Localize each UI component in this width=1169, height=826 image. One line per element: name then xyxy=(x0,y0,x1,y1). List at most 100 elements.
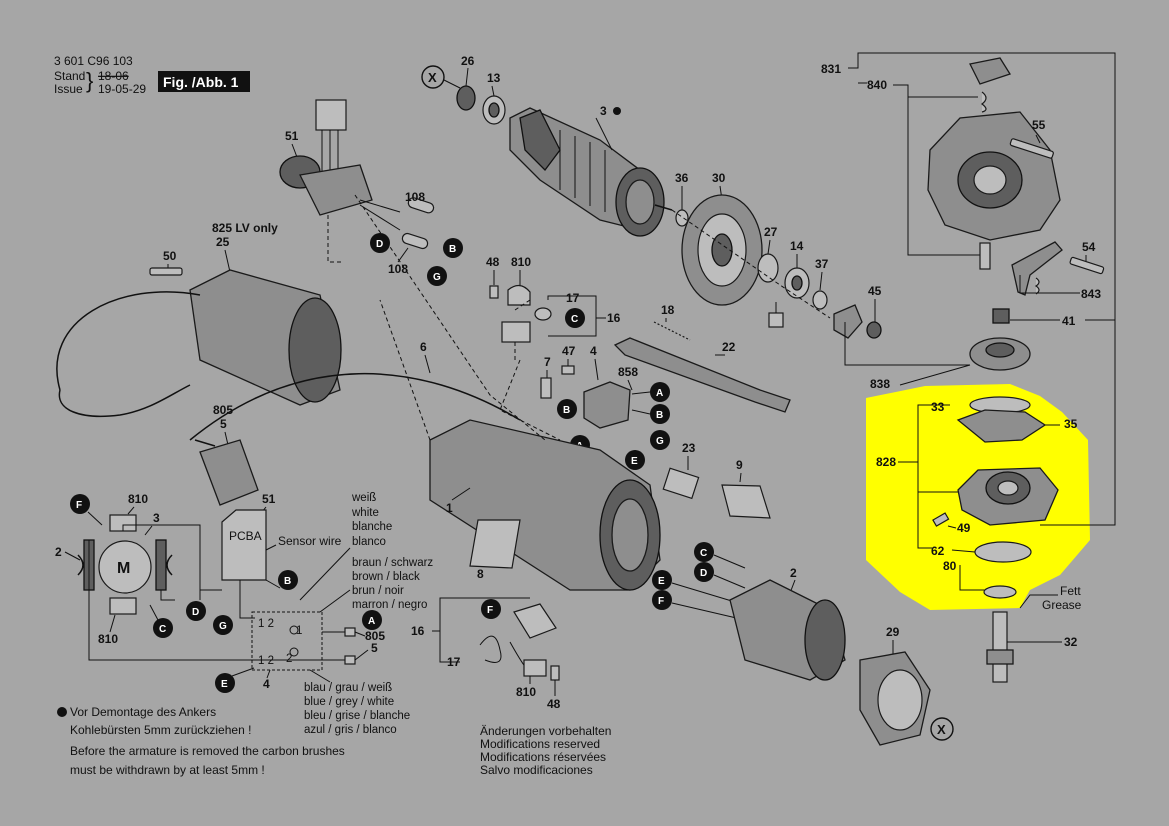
schem-4: 4 xyxy=(263,677,270,691)
part-27: 27 xyxy=(764,225,778,239)
part-26: 26 xyxy=(461,54,475,68)
part-55: 55 xyxy=(1032,118,1046,132)
marker-a-1 xyxy=(650,382,670,402)
lever-group: 18 22 xyxy=(613,303,791,413)
connector-dash-2 xyxy=(499,359,561,441)
brace-glyph: } xyxy=(86,68,93,93)
screw-47 xyxy=(561,365,575,375)
bgw-fr: bleu / grise / blanche xyxy=(304,710,410,722)
part-7: 7 xyxy=(544,355,551,369)
marker-d-1 xyxy=(370,233,390,253)
marker-e-3 xyxy=(215,673,235,693)
mod-fr: Modifications réservées xyxy=(480,750,606,764)
note-en-1: Before the armature is removed the carbo… xyxy=(70,744,345,758)
part-50: 50 xyxy=(163,249,177,263)
svg-text:E: E xyxy=(221,679,228,690)
brush-holder-b xyxy=(513,603,557,639)
marker-d-3 xyxy=(186,601,206,621)
label-8 xyxy=(469,519,521,569)
svg-text:A: A xyxy=(368,616,375,627)
part-1: 1 xyxy=(446,501,453,515)
svg-text:B: B xyxy=(449,244,456,255)
marker-b-1 xyxy=(443,238,463,258)
part-6: 6 xyxy=(420,340,427,354)
washer-37 xyxy=(812,290,828,310)
part-23-block xyxy=(662,467,700,500)
screw-54 xyxy=(1069,256,1105,275)
marker-f-1 xyxy=(652,590,672,610)
part-51: 51 xyxy=(285,129,299,143)
bearing-cap-26 xyxy=(456,85,476,111)
stator-group: C D E F 2 xyxy=(652,542,846,681)
part-29: 29 xyxy=(886,625,900,639)
o-ring-62 xyxy=(974,541,1032,563)
white-es: blanco xyxy=(352,536,386,548)
pcba-box xyxy=(221,509,267,581)
spindle-32 xyxy=(992,611,1008,683)
svg-text:C: C xyxy=(700,548,707,559)
svg-text:G: G xyxy=(219,621,227,632)
part-37: 37 xyxy=(815,257,829,271)
marker-x-top-label: X xyxy=(428,70,437,85)
carbon-brush-810b xyxy=(523,659,547,677)
part-108a: 108 xyxy=(405,190,425,204)
svg-text:G: G xyxy=(656,436,664,447)
spring-clip-17 xyxy=(534,307,552,321)
schem-51: 51 xyxy=(262,492,276,506)
part-9: 9 xyxy=(736,458,743,472)
sensor-wire-label: Sensor wire xyxy=(278,534,342,548)
part-14: 14 xyxy=(790,239,804,253)
part-23: 23 xyxy=(682,441,696,455)
part-4: 4 xyxy=(590,344,597,358)
schem-motor-label: M xyxy=(117,560,130,577)
marker-c-3 xyxy=(153,618,173,638)
spring-810a xyxy=(507,284,531,306)
part-5: 5 xyxy=(220,417,227,431)
part-36: 36 xyxy=(675,171,689,185)
marker-b-2 xyxy=(650,404,670,424)
part-33: 33 xyxy=(931,400,945,414)
marker-x-top xyxy=(421,65,445,89)
clamp-7 xyxy=(540,377,552,399)
schem-field-right xyxy=(155,539,167,591)
svg-text:F: F xyxy=(658,596,664,607)
key-part xyxy=(768,312,784,328)
note-bullet-3 xyxy=(613,107,621,115)
mod-en: Modifications reserved xyxy=(480,737,600,751)
part-825: 825 LV only xyxy=(212,221,278,235)
schem-805: 805 xyxy=(365,629,385,643)
guard-group: 29 X xyxy=(859,625,954,746)
note-de-1: Vor Demontage des Ankers xyxy=(70,705,216,719)
part-30: 30 xyxy=(712,171,726,185)
marker-e-1 xyxy=(625,450,645,470)
svg-text:E: E xyxy=(658,576,665,587)
part-838: 838 xyxy=(870,377,890,391)
part-16a: 16 xyxy=(607,311,621,325)
fig-badge xyxy=(158,71,250,92)
ring-27 xyxy=(757,253,779,283)
marker-f-2 xyxy=(481,599,501,619)
switch-4 xyxy=(583,381,631,429)
stand-date: 18-06 xyxy=(98,69,129,83)
switch-contacts-bottom: 1 2 xyxy=(258,655,274,667)
white-en: white xyxy=(351,507,379,519)
connector-dash-1 xyxy=(354,194,546,441)
marker-c-1 xyxy=(565,308,585,328)
bgw-es: azul / gris / blanco xyxy=(304,724,397,736)
pcba-label: PCBA xyxy=(229,529,262,543)
screw-50 xyxy=(149,267,183,276)
part-3: 3 xyxy=(600,104,607,118)
schem-5: 5 xyxy=(371,641,378,655)
svg-text:D: D xyxy=(376,239,383,250)
marker-x-bottom-label: X xyxy=(937,722,946,737)
part-54: 54 xyxy=(1082,240,1096,254)
part-18: 18 xyxy=(661,303,675,317)
svg-text:A: A xyxy=(656,388,663,399)
wiring-schematic: F 810 3 M 810 2 C D 51 PCBA Sensor wire xyxy=(55,492,433,736)
part-25: 25 xyxy=(216,235,230,249)
part-858: 858 xyxy=(618,365,638,379)
svg-text:D: D xyxy=(700,568,707,579)
marker-c-2 xyxy=(694,542,714,562)
white-de: weiß xyxy=(351,492,376,504)
marker-d-2 xyxy=(694,562,714,582)
